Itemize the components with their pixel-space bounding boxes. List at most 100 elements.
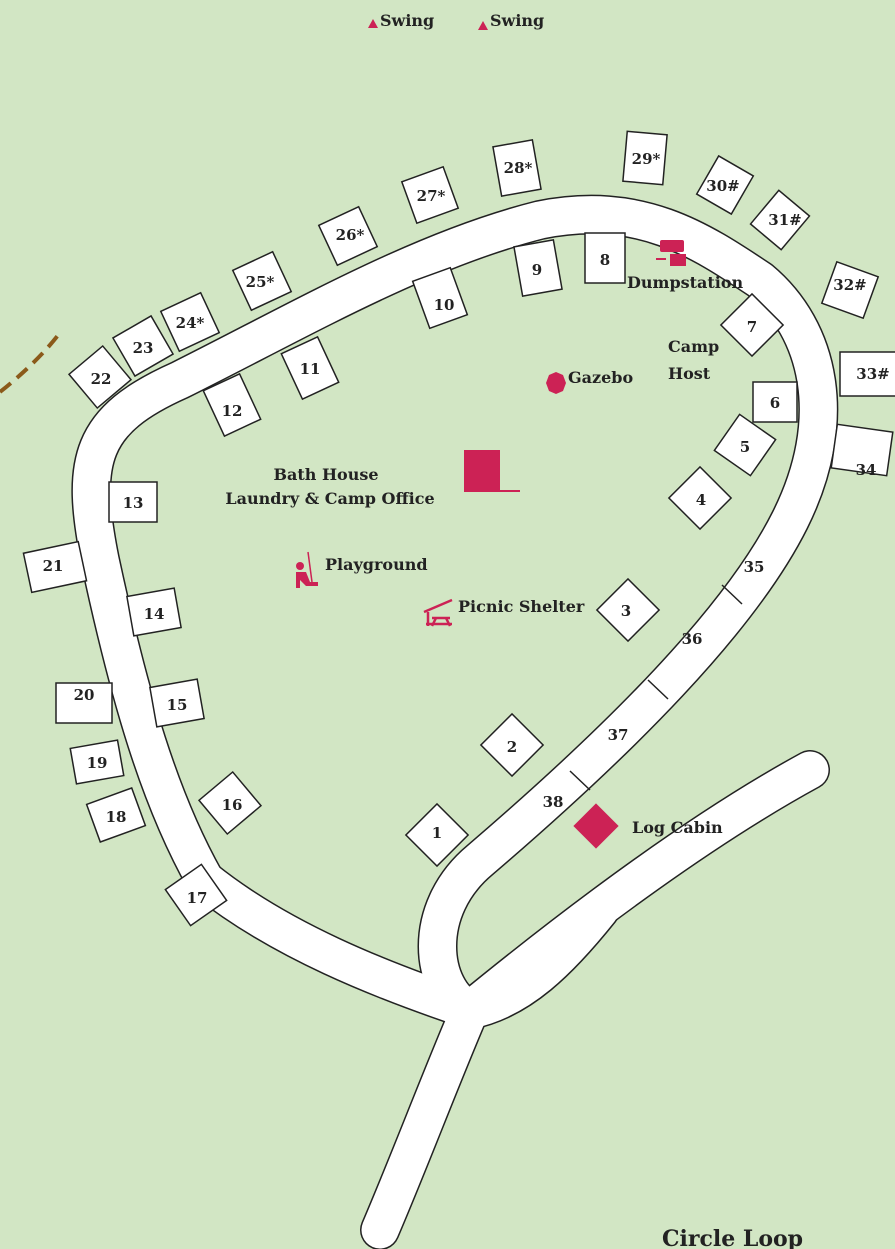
site-pad-6[interactable] — [752, 381, 798, 423]
site-pad-23[interactable] — [111, 314, 175, 378]
site-pad-11[interactable] — [280, 335, 340, 401]
picnic-shelter: Picnic Shelter — [423, 597, 585, 627]
site-number: 30# — [706, 177, 739, 195]
camp-host: Camp Host — [668, 337, 719, 383]
site-number: 21 — [43, 557, 64, 575]
gazebo: Gazebo — [546, 368, 633, 394]
triangle-icon — [368, 19, 378, 28]
site-number: 11 — [300, 360, 321, 378]
site-number: 6 — [770, 394, 780, 412]
site-pad-32[interactable] — [820, 260, 880, 320]
site-number: 26* — [336, 226, 365, 244]
site-number: 4 — [696, 491, 706, 509]
site-number: 36 — [682, 630, 703, 648]
site-number: 10 — [434, 296, 455, 314]
playground-label: Playground — [325, 555, 428, 574]
site-pad-8[interactable] — [584, 232, 626, 284]
site-pad-21[interactable] — [22, 540, 88, 594]
site-pad-12[interactable] — [202, 372, 262, 438]
playground-icon — [296, 551, 318, 588]
site-pad-22[interactable] — [67, 344, 133, 410]
site-pad-14[interactable] — [126, 587, 182, 637]
bath-house-label: Bath House — [273, 465, 378, 484]
site-pad-20[interactable] — [55, 682, 113, 724]
site-number: 37 — [608, 726, 629, 744]
camp-host-label: Host — [668, 364, 711, 383]
site-number: 2 — [507, 738, 517, 756]
swing-label: Swing — [490, 11, 544, 30]
site-pad-16[interactable] — [197, 770, 263, 836]
bath-house-label: Laundry & Camp Office — [225, 489, 434, 508]
log-cabin-label: Log Cabin — [632, 818, 723, 837]
site-pad-28[interactable] — [492, 139, 542, 197]
pull-through-dividers — [569, 584, 743, 791]
site-pad-7[interactable] — [719, 292, 785, 358]
site-number: 9 — [532, 261, 542, 279]
site-pad-2[interactable] — [479, 712, 545, 778]
site-pad-33[interactable] — [839, 351, 895, 397]
site-number: 18 — [106, 808, 127, 826]
site-number: 22 — [91, 370, 112, 388]
site-pad-4[interactable] — [667, 465, 733, 531]
site-pad-26[interactable] — [317, 205, 379, 267]
playground: Playground — [296, 551, 428, 588]
map-title: Circle Loop — [662, 1226, 803, 1249]
site-number: 20 — [74, 686, 95, 704]
site-pad-24[interactable] — [159, 291, 221, 353]
site-number: 1 — [432, 824, 442, 842]
site-pad-18[interactable] — [85, 787, 147, 843]
site-number: 19 — [87, 754, 108, 772]
site-number: 3 — [621, 602, 631, 620]
site-pad-34[interactable] — [830, 423, 894, 477]
site-pad-25[interactable] — [231, 250, 293, 312]
site-pad-15[interactable] — [149, 678, 205, 728]
site-pad-27[interactable] — [400, 165, 460, 225]
dumpstation: Dumpstation — [627, 240, 744, 292]
site-number: 32# — [833, 276, 866, 294]
site-numbers: 1 2 3 4 5 6 7 8 9 10 11 12 13 14 15 16 1… — [43, 150, 890, 907]
swing-markers: Swing Swing — [368, 11, 544, 30]
site-number: 34 — [856, 461, 877, 479]
site-pad-1[interactable] — [404, 802, 470, 868]
site-number: 31# — [768, 211, 801, 229]
bath-house: Bath House Laundry & Camp Office — [225, 450, 520, 508]
site-number: 8 — [600, 251, 610, 269]
rv-dump-icon — [656, 240, 686, 266]
site-number: 7 — [747, 318, 757, 336]
site-pad-3[interactable] — [595, 577, 661, 643]
site-pad-17[interactable] — [164, 863, 228, 927]
site-pad-5[interactable] — [713, 413, 777, 477]
swing-label: Swing — [380, 11, 434, 30]
site-number: 23 — [133, 339, 154, 357]
site-pad-31[interactable] — [749, 189, 811, 251]
site-number: 38 — [543, 793, 564, 811]
site-pad-30[interactable] — [695, 154, 755, 216]
picnic-table-icon — [423, 598, 453, 627]
dumpstation-label: Dumpstation — [627, 273, 744, 292]
triangle-icon — [478, 21, 488, 30]
circle-icon — [546, 372, 566, 394]
site-pad-10[interactable] — [411, 266, 469, 330]
gazebo-label: Gazebo — [568, 368, 633, 387]
site-number: 35 — [744, 558, 765, 576]
site-number: 24* — [176, 314, 205, 332]
bath-house-building — [464, 450, 520, 492]
camp-host-label: Camp — [668, 337, 719, 356]
picnic-shelter-label: Picnic Shelter — [458, 597, 585, 616]
site-number: 14 — [144, 605, 165, 623]
site-pad-13[interactable] — [108, 481, 158, 523]
site-number: 5 — [740, 438, 750, 456]
log-cabin-building — [573, 803, 619, 849]
site-pad-19[interactable] — [69, 739, 125, 785]
site-number: 29* — [632, 150, 661, 168]
trail-path — [0, 328, 64, 394]
site-pad-29[interactable] — [622, 130, 668, 186]
site-pad-9[interactable] — [513, 239, 563, 297]
site-number: 17 — [187, 889, 208, 907]
site-number: 15 — [167, 696, 188, 714]
site-number: 12 — [222, 402, 243, 420]
site-number: 16 — [222, 796, 243, 814]
site-number: 13 — [123, 494, 144, 512]
site-number: 33# — [856, 365, 889, 383]
